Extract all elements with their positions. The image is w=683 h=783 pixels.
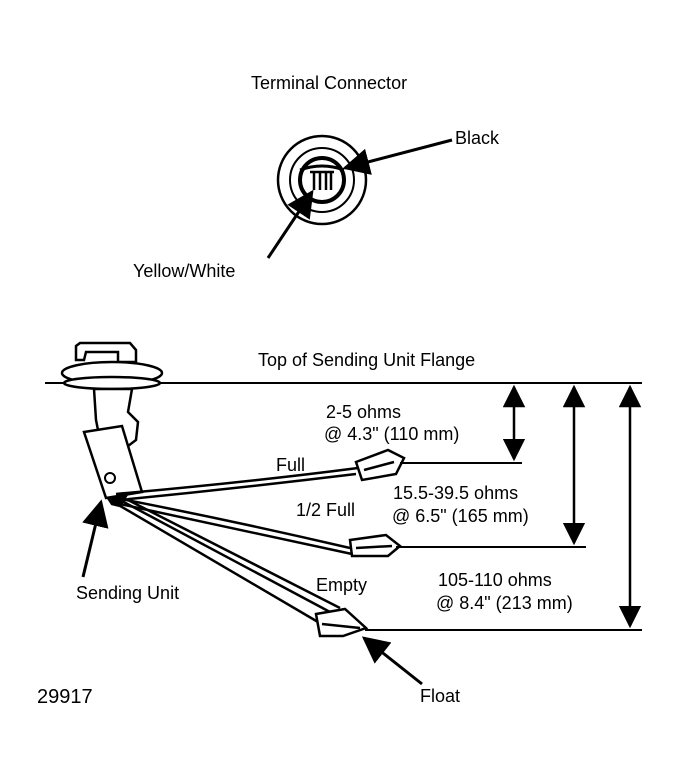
full-resistance: 2-5 ohms: [326, 402, 402, 422]
sending-unit-label: Sending Unit: [76, 583, 180, 603]
float-arrow: [361, 636, 423, 686]
float-full: [354, 448, 406, 482]
figure-number: 29917: [37, 686, 93, 708]
terminal-pins: [310, 170, 334, 190]
flange-label: Top of Sending Unit Flange: [258, 350, 476, 370]
full-label: Full: [276, 455, 306, 475]
empty-resistance: 105-110 ohms: [438, 570, 552, 590]
terminal-connector: [276, 134, 368, 226]
float-arms: [109, 466, 359, 624]
sending-unit-body: [60, 341, 164, 508]
float-half-full: [348, 533, 402, 558]
half-full-resistance: 15.5-39.5 ohms: [393, 483, 519, 503]
float-empty: [314, 607, 369, 638]
yellow-white-wire-arrow: [266, 189, 314, 259]
sending-unit-arrow: [81, 499, 109, 578]
float-label: Float: [420, 686, 461, 706]
half-full-depth: @ 6.5" (165 mm): [392, 506, 529, 526]
terminal-connector-title: Terminal Connector: [251, 73, 408, 93]
yellow-white-wire-label: Yellow/White: [133, 261, 236, 281]
empty-label: Empty: [316, 575, 368, 595]
empty-depth: @ 8.4" (213 mm): [436, 593, 573, 613]
full-depth: @ 4.3" (110 mm): [324, 424, 460, 444]
black-wire-label: Black: [455, 128, 500, 148]
half-full-label: 1/2 Full: [296, 500, 356, 520]
black-wire-arrow: [342, 138, 453, 175]
